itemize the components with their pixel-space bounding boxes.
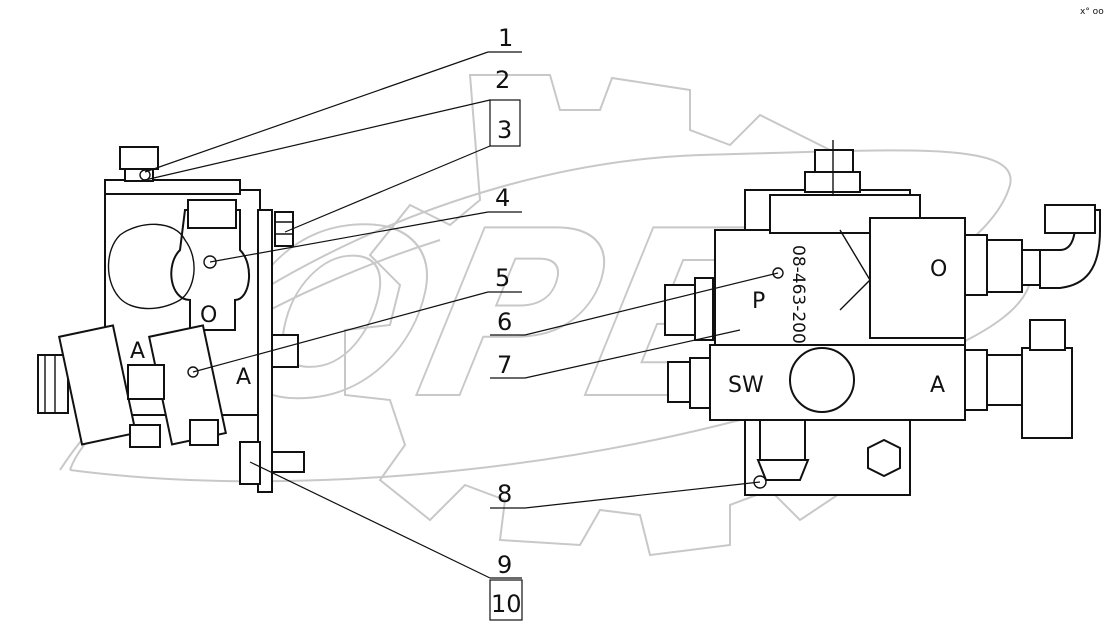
callout-10: 10 — [491, 590, 522, 618]
left-port-a-label-2: A — [236, 365, 251, 390]
left-bottom-nub-2 — [189, 419, 219, 446]
right-o-fitting-2 — [986, 239, 1023, 293]
right-port-o-label: O — [930, 257, 947, 282]
leader-4 — [209, 211, 489, 263]
left-bottom-nub — [129, 424, 161, 448]
leader-3 — [284, 145, 491, 233]
left-valve-view: O A A — [37, 146, 305, 493]
right-o-elbow-cap — [1044, 204, 1096, 234]
right-port-a-label: A — [930, 373, 945, 398]
callout-2: 2 — [495, 66, 510, 94]
callout-3-box — [489, 99, 521, 147]
right-callout-dot-8 — [753, 475, 767, 489]
right-port-p-label: P — [752, 289, 765, 314]
left-fitting-o-cap — [187, 199, 237, 229]
right-bottom-fitting-tip — [756, 459, 810, 481]
left-plate-nut-top — [274, 211, 294, 247]
callout-4: 4 — [495, 184, 510, 212]
right-bottom-hex — [867, 438, 901, 478]
callout-numbers: 1 2 3 4 5 6 7 8 9 10 — [491, 24, 522, 618]
left-body-top-cap — [104, 179, 241, 195]
right-a-tee — [1021, 347, 1073, 439]
leader-9 — [249, 461, 491, 579]
right-body-notch — [839, 229, 871, 311]
right-sw-plug — [667, 361, 694, 403]
leader-5 — [192, 291, 489, 373]
right-bottom-fitting — [759, 419, 806, 461]
callout-leaders — [144, 51, 779, 621]
right-callout-dot-6 — [772, 267, 784, 279]
right-p-plug-nut — [694, 277, 714, 341]
left-port-o-label: O — [200, 303, 217, 328]
left-plate-bolt-mid — [271, 334, 299, 368]
right-a-fitting-2 — [986, 354, 1023, 406]
callout-7: 7 — [497, 351, 512, 379]
corner-mark: x° oo — [1080, 7, 1104, 17]
right-upper-block — [769, 194, 921, 234]
leader-2 — [144, 99, 491, 181]
left-end-cap — [37, 354, 69, 414]
right-sw-plug-nut — [689, 357, 711, 409]
left-fitting-o-center — [203, 255, 217, 269]
leader-6 — [524, 272, 779, 336]
left-plate-bolt-stud — [271, 451, 305, 473]
right-o-fitting-1 — [964, 234, 988, 296]
leader-1 — [144, 51, 489, 173]
left-plate-bolt-bottom — [239, 441, 261, 485]
left-fitting-o — [170, 209, 251, 331]
left-connector-mid — [127, 364, 165, 400]
right-part-number: 08-463-200 — [788, 245, 808, 344]
leader-7 — [524, 329, 741, 379]
callout-8: 8 — [497, 480, 512, 508]
callout-5: 5 — [495, 264, 510, 292]
right-o-block — [869, 217, 966, 339]
right-sw-port-circle — [789, 347, 855, 413]
left-callout-dot-5 — [187, 366, 199, 378]
callout-10-box — [489, 579, 523, 621]
callout-1: 1 — [498, 24, 513, 52]
left-tilted-fitting-a — [57, 324, 138, 446]
right-a-tee-cap — [1029, 319, 1066, 351]
right-a-fitting-1 — [964, 349, 988, 411]
right-top-bolt-head — [814, 149, 854, 173]
left-flange-outline — [107, 223, 195, 310]
callout-3: 3 — [497, 116, 512, 144]
leader-8 — [524, 481, 761, 509]
callout-6: 6 — [497, 308, 512, 336]
left-port-a-label-1: A — [130, 339, 145, 364]
left-top-bolt-head — [119, 146, 159, 170]
right-port-sw-label: SW — [728, 373, 764, 398]
callout-9: 9 — [497, 551, 512, 579]
right-valve-view: T O P 08-463-200 SW A — [664, 140, 1101, 496]
